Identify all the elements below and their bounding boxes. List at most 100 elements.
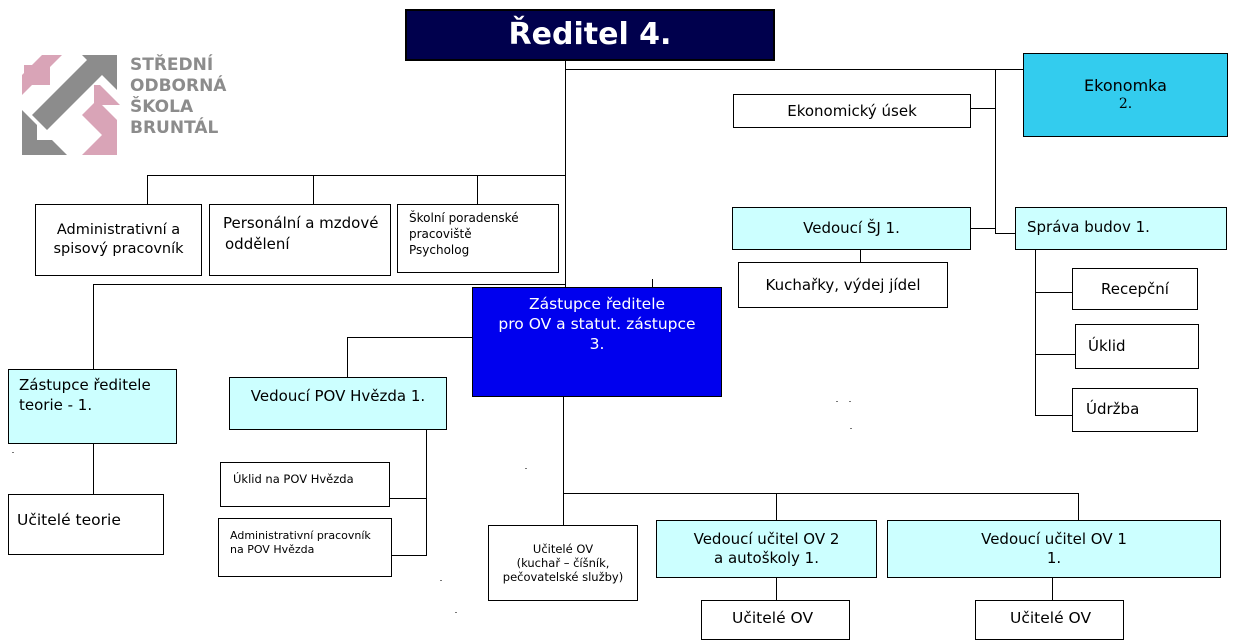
connector [313, 175, 314, 204]
logo-mark-icon [22, 55, 120, 155]
buildings-head-label: Správa budov 1. [1027, 218, 1150, 236]
connector [93, 284, 94, 369]
ov-head2-box: Vedoucí učitel OV 2 a autoškoly 1. [656, 520, 877, 578]
connector [971, 108, 995, 109]
connector [477, 175, 478, 204]
cooks-label: Kuchařky, výdej jídel [765, 275, 921, 294]
ov-teachers-sub1-box: Učitelé OV [975, 600, 1124, 640]
pov-head-box: Vedoucí POV Hvězda 1. [229, 377, 447, 430]
pov-admin-line: na POV Hvězda [230, 543, 315, 556]
theory-teachers-label: Učitelé teorie [17, 511, 121, 529]
reception-box: Recepční [1072, 268, 1198, 310]
connector [995, 69, 996, 234]
connector [1035, 250, 1036, 415]
admin-line: spisový pracovník [53, 241, 184, 257]
connector [147, 175, 565, 176]
logo-line: BRUNTÁL [130, 118, 219, 138]
ov-teachers-line: Učitelé OV [532, 542, 594, 556]
admin-line: Administrativní a [56, 222, 181, 238]
connector [776, 493, 777, 520]
deputy-main-box: Zástupce ředitele pro OV a statut. zástu… [472, 287, 722, 397]
deputy-theory-box: Zástupce ředitele teorie - 1. [8, 369, 177, 444]
stray-dot [525, 468, 527, 469]
director-box: Ředitel 4. [405, 9, 775, 61]
logo-line: ODBORNÁ [130, 76, 227, 96]
stray-dot [12, 452, 14, 453]
pov-cleaning-box: Úklid na POV Hvězda [220, 462, 390, 507]
logo-line: ŠKOLA [130, 97, 194, 117]
personnel-line: Personální a mzdové [223, 214, 379, 232]
connector [147, 175, 148, 204]
counseling-box: Školní poradenské pracoviště Psycholog [397, 204, 559, 273]
reception-label: Recepční [1101, 279, 1169, 298]
pov-admin-line: Administrativní pracovník [230, 529, 371, 542]
canteen-head-label: Vedoucí ŠJ 1. [803, 219, 900, 237]
counseling-line: pracoviště [409, 227, 472, 241]
connector [565, 52, 566, 288]
connector [652, 279, 653, 287]
stray-dot [850, 428, 852, 429]
personnel-box: Personální a mzdové oddělení [209, 204, 391, 276]
deputy-theory-line: teorie - 1. [19, 396, 93, 414]
cleaning-label: Úklid [1088, 337, 1126, 355]
maintenance-label: Údržba [1086, 400, 1140, 418]
connector [995, 233, 1015, 234]
logo-line: STŘEDNÍ [130, 55, 214, 75]
connector [1052, 578, 1053, 600]
deputy-main-line: pro OV a statut. zástupce [498, 315, 696, 333]
director-label: Ředitel 4. [508, 17, 672, 52]
economist-box: Ekonomka 2. [1023, 53, 1228, 137]
economic-section-label: Ekonomický úsek [787, 101, 917, 120]
counseling-line: Školní poradenské [409, 211, 519, 225]
ov-head1-line: Vedoucí učitel OV 1 [981, 530, 1127, 548]
canteen-head-box: Vedoucí ŠJ 1. [732, 207, 971, 250]
ov-head1-line: 1. [1046, 549, 1062, 567]
ov-sub1-label: Učitelé OV [1010, 609, 1092, 627]
connector [93, 284, 565, 285]
ov-head2-line: a autoškoly 1. [714, 549, 819, 567]
stray-dot [440, 580, 442, 581]
ov-teachers-sub2-box: Učitelé OV [701, 600, 850, 640]
connector [776, 578, 777, 600]
pov-head-label: Vedoucí POV Hvězda 1. [250, 387, 426, 405]
connector [426, 430, 427, 555]
connector [392, 555, 427, 556]
connector [565, 69, 1023, 70]
connector [390, 498, 427, 499]
deputy-main-line: 3. [589, 335, 605, 353]
ov-sub2-label: Učitelé OV [732, 609, 814, 627]
maintenance-box: Údržba [1072, 388, 1198, 432]
connector [563, 493, 1078, 494]
pov-cleaning-label: Úklid na POV Hvězda [233, 472, 354, 486]
deputy-main-line: Zástupce ředitele [528, 295, 666, 313]
admin-staff-box: Administrativní a spisový pracovník [35, 204, 202, 276]
connector [860, 249, 861, 262]
theory-teachers-box: Učitelé teorie [8, 494, 164, 555]
connector [1035, 415, 1072, 416]
buildings-head-box: Správa budov 1. [1015, 207, 1227, 250]
ov-head2-line: Vedoucí učitel OV 2 [693, 530, 840, 548]
personnel-line: oddělení [225, 235, 290, 253]
connector [563, 493, 564, 525]
connector [1078, 493, 1079, 520]
connector [347, 337, 472, 338]
ov-teachers-line: pečovatelské služby) [502, 570, 624, 584]
ov-teachers-box: Učitelé OV (kuchař – číšník, pečovatelsk… [488, 525, 638, 601]
counseling-line: Psycholog [409, 243, 470, 257]
stray-dot [455, 612, 457, 613]
economist-count: 2. [1118, 96, 1133, 112]
connector [563, 397, 564, 493]
connector [347, 337, 348, 377]
economic-section-box: Ekonomický úsek [733, 94, 971, 128]
logo-text: STŘEDNÍ ODBORNÁ ŠKOLA BRUNTÁL [130, 55, 226, 139]
ov-head1-box: Vedoucí učitel OV 1 1. [887, 520, 1221, 578]
stray-dot [836, 401, 838, 402]
stray-dot [849, 401, 851, 402]
connector [1035, 354, 1075, 355]
connector [1035, 292, 1072, 293]
connector [971, 228, 995, 229]
deputy-theory-line: Zástupce ředitele [19, 376, 151, 394]
pov-admin-box: Administrativní pracovník na POV Hvězda [218, 518, 392, 577]
cleaning-box: Úklid [1075, 324, 1199, 369]
economist-title: Ekonomka [1084, 76, 1167, 95]
